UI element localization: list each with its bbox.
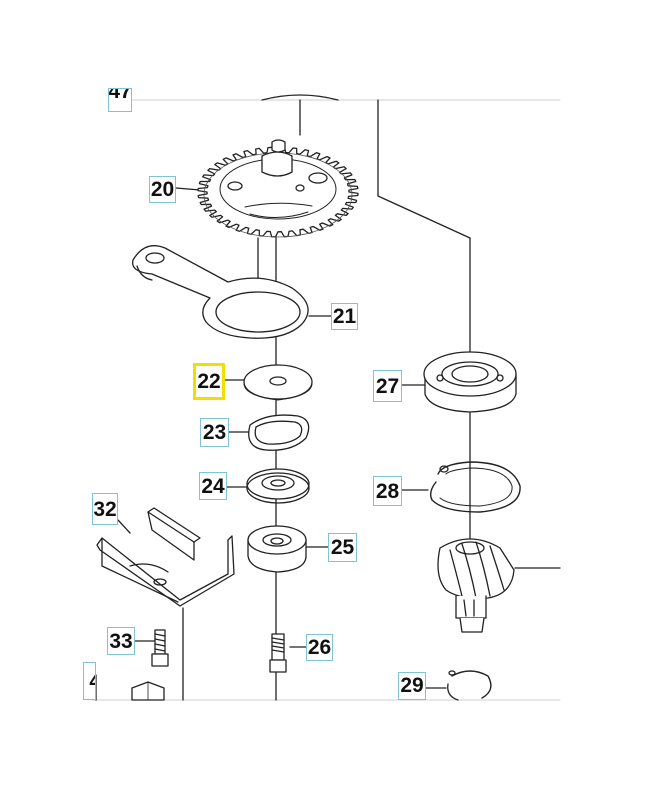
part-32-bracket (96, 507, 235, 607)
callout-24: 24 (199, 472, 227, 500)
part-21-lever-plate (131, 245, 309, 339)
part-26-screw (269, 633, 287, 673)
part-29-small-circlip (447, 670, 492, 701)
callout-29: 29 (398, 672, 426, 700)
callout-20: 20 (149, 176, 176, 203)
callout-28: 28 (373, 476, 402, 506)
callout-27: 27 (373, 370, 402, 402)
part-pinion-gear (437, 538, 515, 633)
part-20-gear (197, 139, 359, 238)
part-27-bearing (423, 351, 517, 413)
callout-33: 33 (107, 627, 135, 655)
part-24-race-washer (246, 468, 310, 504)
callout-22-highlighted: 22 (193, 363, 225, 400)
part-block (131, 681, 165, 701)
callout-21: 21 (331, 303, 358, 330)
callout-25: 25 (328, 533, 357, 562)
part-33-screw (151, 629, 169, 667)
part-47-cover (261, 94, 339, 101)
part-25-bearing (247, 525, 307, 573)
part-22-washer (243, 364, 313, 401)
callout-47: 47 (108, 88, 132, 112)
part-23-spring-ring (248, 414, 310, 451)
callout-23: 23 (200, 418, 229, 447)
callout-26: 26 (306, 634, 333, 661)
part-28-circlip (429, 461, 521, 513)
callout-4-partial: 4 (83, 662, 96, 700)
callout-32: 32 (92, 493, 118, 525)
